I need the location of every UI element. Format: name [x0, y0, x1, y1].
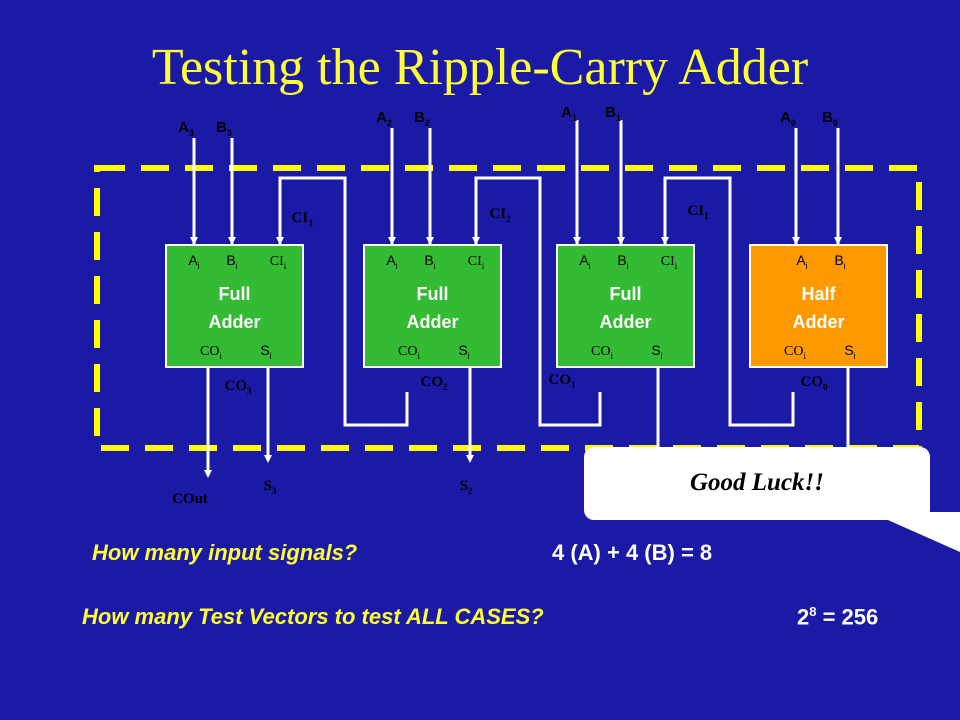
- arrowhead: [204, 470, 212, 478]
- arrowhead: [388, 237, 396, 245]
- port-label: Si: [844, 342, 855, 361]
- answer-result: = 256: [816, 604, 879, 630]
- output-label: S3: [264, 478, 277, 496]
- block-title-line2: Adder: [792, 312, 844, 332]
- input-label-A2: A2: [376, 109, 392, 128]
- port-label: CIi: [468, 254, 485, 271]
- full-adder-block: [556, 244, 695, 368]
- input-label-B1: B1: [605, 104, 621, 123]
- answer-test-vectors: 28 = 256: [797, 604, 878, 630]
- carry-wire: [474, 176, 602, 427]
- port-label: COi: [591, 344, 613, 361]
- arrowhead: [472, 237, 480, 245]
- answer-base: 2: [797, 604, 810, 630]
- question-test-vectors: How many Test Vectors to test ALL CASES?: [82, 604, 544, 629]
- port-label: Bi: [226, 252, 237, 271]
- block-title-line2: Adder: [208, 312, 260, 332]
- block-title-line1: Full: [219, 284, 251, 304]
- carry-in-label: CI2: [489, 206, 511, 224]
- full-adder-block: [363, 244, 502, 368]
- callout-bubble: [584, 447, 930, 520]
- port-label: Ai: [386, 252, 397, 271]
- input-label-A3: A3: [178, 119, 194, 138]
- carry-in-label: CI1: [687, 203, 709, 221]
- callout-tail: [870, 512, 960, 552]
- block-title-line2: Adder: [406, 312, 458, 332]
- dashed-boundary: [94, 165, 922, 451]
- port-label: Bi: [617, 252, 628, 271]
- port-label: COi: [200, 344, 222, 361]
- carry-out-label: CO1: [549, 372, 577, 390]
- block-title-line1: Half: [801, 284, 836, 304]
- full-adder-block: [165, 244, 304, 368]
- arrowhead: [573, 237, 581, 245]
- carry-wire: [663, 176, 795, 427]
- arrowhead: [228, 237, 236, 245]
- input-label-A0: A0: [780, 109, 796, 128]
- half-adder-block: [749, 244, 888, 368]
- input-label-B3: B3: [216, 119, 232, 138]
- callout-text: Good Luck!!: [690, 469, 824, 496]
- arrowhead: [276, 237, 284, 245]
- input-label-B0: B0: [822, 109, 838, 128]
- arrowhead: [264, 455, 272, 463]
- arrowhead: [834, 237, 842, 245]
- port-label: Ai: [796, 252, 807, 271]
- block-title-line1: Full: [417, 284, 449, 304]
- arrowhead: [190, 237, 198, 245]
- port-label: Si: [651, 342, 662, 361]
- port-label: Ai: [188, 252, 199, 271]
- output-label: S2: [460, 478, 473, 496]
- port-label: Bi: [834, 252, 845, 271]
- input-label-B2: B2: [414, 109, 430, 128]
- arrowhead: [792, 237, 800, 245]
- block-title-line2: Adder: [599, 312, 651, 332]
- question-input-signals: How many input signals?: [92, 540, 358, 565]
- port-label: COi: [398, 344, 420, 361]
- carry-out-label: CO0: [801, 374, 829, 392]
- slide-title: Testing the Ripple-Carry Adder: [151, 39, 809, 96]
- port-label: Ai: [579, 252, 590, 271]
- port-label: COi: [784, 344, 806, 361]
- carry-out-label: CO3: [225, 378, 253, 396]
- port-label: Si: [458, 342, 469, 361]
- input-label-A1: A1: [561, 104, 577, 123]
- arrowhead: [426, 237, 434, 245]
- port-label: CIi: [661, 254, 678, 271]
- arrowhead: [617, 237, 625, 245]
- block-title-line1: Full: [610, 284, 642, 304]
- arrowhead: [661, 237, 669, 245]
- port-label: Bi: [424, 252, 435, 271]
- output-label: COut: [172, 491, 208, 507]
- arrowhead: [466, 455, 474, 463]
- carry-out-label: CO2: [421, 374, 449, 392]
- answer-exponent: 8: [809, 604, 817, 619]
- port-label: CIi: [270, 254, 287, 271]
- answer-input-signals: 4 (A) + 4 (B) = 8: [552, 540, 713, 565]
- carry-in-label: CI3: [291, 210, 313, 228]
- carry-wire: [278, 176, 409, 427]
- port-label: Si: [260, 342, 271, 361]
